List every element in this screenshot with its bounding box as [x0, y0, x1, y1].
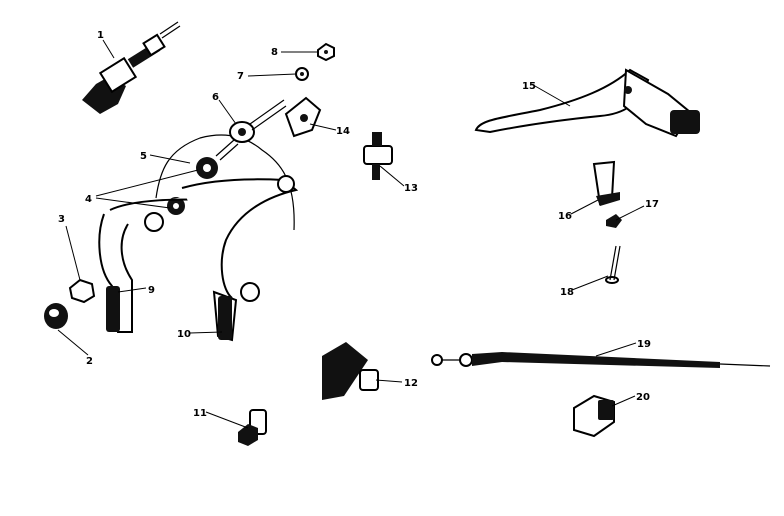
- part-16-clip: [592, 160, 620, 206]
- part-12-brake-block: [322, 342, 379, 400]
- part-6-pivot-bolt: [215, 99, 287, 161]
- label-19: 19: [637, 339, 651, 350]
- part-1-center-bolt: [82, 21, 181, 114]
- label-6: 6: [212, 92, 219, 103]
- label-13: 13: [404, 183, 418, 194]
- label-16: 16: [558, 211, 572, 222]
- caliper-arms: [98, 175, 299, 342]
- part-3-hex-nut: [68, 278, 96, 304]
- label-20: 20: [636, 392, 650, 403]
- label-4: 4: [85, 194, 92, 205]
- label-8: 8: [271, 47, 278, 58]
- part-10-brake-shoe: [218, 296, 232, 340]
- part-19-cable: [431, 352, 771, 368]
- callout-labels: 1 2 3 4 5 6 7 8 9 10 11 12 13 14 15 16 1…: [58, 30, 659, 419]
- part-8-nut: [317, 42, 335, 62]
- part-18-screw: [605, 245, 621, 284]
- label-1: 1: [97, 30, 104, 41]
- part-20-ferrule: [573, 394, 615, 438]
- label-17: 17: [645, 199, 659, 210]
- label-2: 2: [86, 356, 93, 367]
- part-4-washers: [167, 157, 218, 215]
- label-9: 9: [148, 285, 155, 296]
- label-14: 14: [336, 126, 350, 137]
- part-13-cable-anchor: [363, 132, 393, 180]
- part-7-washer: [295, 67, 309, 81]
- part-14-clamp: [284, 96, 322, 138]
- label-7: 7: [237, 71, 244, 82]
- part-15-brake-lever: [474, 68, 700, 138]
- label-10: 10: [177, 329, 191, 340]
- label-18: 18: [560, 287, 574, 298]
- label-3: 3: [58, 214, 65, 225]
- label-15: 15: [522, 81, 536, 92]
- label-12: 12: [404, 378, 418, 389]
- label-5: 5: [140, 151, 147, 162]
- label-11: 11: [193, 408, 207, 419]
- part-2-acorn-nut: [44, 303, 68, 329]
- part-11-adjuster: [238, 409, 267, 446]
- leader-lines: [57, 39, 645, 429]
- part-9-brake-shoe: [106, 286, 120, 332]
- part-17-small-nut: [606, 214, 622, 228]
